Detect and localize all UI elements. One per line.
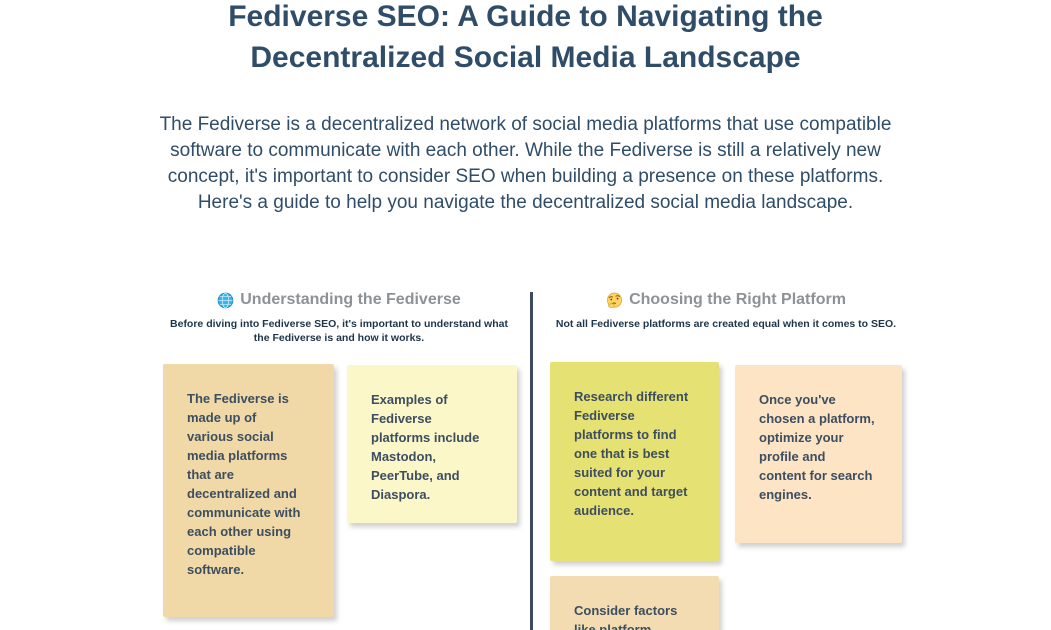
section-title: Understanding the Fediverse	[240, 291, 461, 308]
sticky-note: The Fediverse is made up of various soci…	[163, 364, 334, 617]
intro-paragraph: The Fediverse is a decentralized network…	[159, 114, 892, 213]
sticky-note: Research different Fediverse platforms t…	[550, 362, 719, 561]
section-subtitle: Not all Fediverse platforms are created …	[555, 318, 897, 330]
sticky-note: Examples of Fediverse platforms include …	[347, 365, 517, 523]
section-subtitle: Before diving into Fediverse SEO, it's i…	[170, 318, 508, 344]
sticky-note: Consider factors like platform	[550, 576, 719, 630]
section-header-choosing: Choosing the Right Platform	[546, 291, 906, 309]
section-header-understanding: Understanding the Fediverse	[161, 291, 517, 309]
section-title: Choosing the Right Platform	[629, 291, 846, 308]
column-divider	[530, 292, 533, 630]
globe-icon	[217, 292, 234, 309]
sticky-note: Once you've chosen a platform, optimize …	[735, 365, 902, 543]
thinking-face-icon	[606, 292, 623, 309]
page-title: Fediverse SEO: A Guide to Navigating the…	[228, 0, 823, 74]
